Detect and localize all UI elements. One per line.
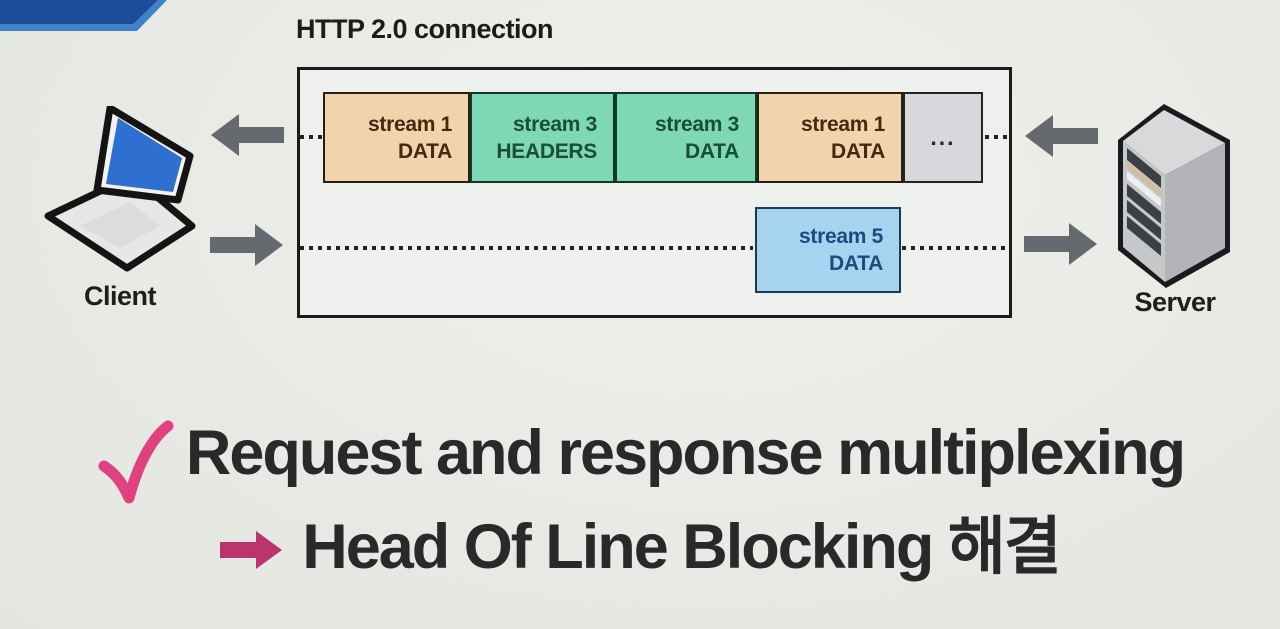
frame-stream1-data-a: stream 1 DATA — [323, 92, 470, 183]
frame-stream3-headers: stream 3 HEADERS — [470, 92, 615, 183]
frame-type-label: DATA — [684, 139, 739, 163]
server-tower-icon — [1118, 104, 1230, 288]
dotted-line-row2-right — [902, 246, 1010, 250]
bullet-1-text: Request and response multiplexing — [185, 418, 1186, 488]
dotted-line-row1-right — [985, 135, 1010, 139]
arrow-right-from-client-icon — [210, 224, 283, 266]
frame-stream-label: stream 1 — [368, 112, 452, 136]
checkmark-icon — [98, 420, 174, 504]
client-laptop-icon — [44, 106, 196, 272]
frame-stream-label: ... — [930, 124, 956, 150]
bullet-line-1: Request and response multiplexing — [0, 414, 1280, 504]
bullet-line-2: Head Of Line Blocking 해결 — [0, 508, 1280, 587]
frame-ellipsis: ... — [903, 92, 983, 183]
arrow-left-from-server-icon — [1025, 115, 1098, 157]
frame-stream3-data: stream 3 DATA — [615, 92, 757, 183]
dotted-line-row2-left — [300, 246, 753, 250]
frame-stream-label: stream 3 — [655, 112, 739, 136]
diagram-title: HTTP 2.0 connection — [296, 14, 554, 44]
client-label: Client — [83, 281, 157, 311]
corner-ribbon — [0, 0, 167, 31]
frame-type-label: DATA — [397, 139, 452, 163]
dotted-line-row1-left — [300, 135, 323, 139]
frame-stream-label: stream 5 — [799, 225, 883, 248]
bullet-2-text: Head Of Line Blocking 해결 — [302, 512, 1062, 582]
frame-type-label: HEADERS — [496, 139, 597, 163]
arrow-right-to-server-icon — [1024, 223, 1097, 265]
frame-stream5-data: stream 5 DATA — [755, 207, 901, 293]
frame-stream1-data-b: stream 1 DATA — [757, 92, 903, 183]
frame-stream-label: stream 3 — [513, 112, 597, 136]
arrow-left-to-client-icon — [211, 114, 284, 156]
frame-type-label: DATA — [830, 139, 885, 163]
frame-stream-label: stream 1 — [801, 112, 885, 136]
frame-type-label: DATA — [828, 252, 883, 275]
server-label: Server — [1134, 287, 1216, 317]
right-block-arrow-icon — [220, 531, 283, 570]
